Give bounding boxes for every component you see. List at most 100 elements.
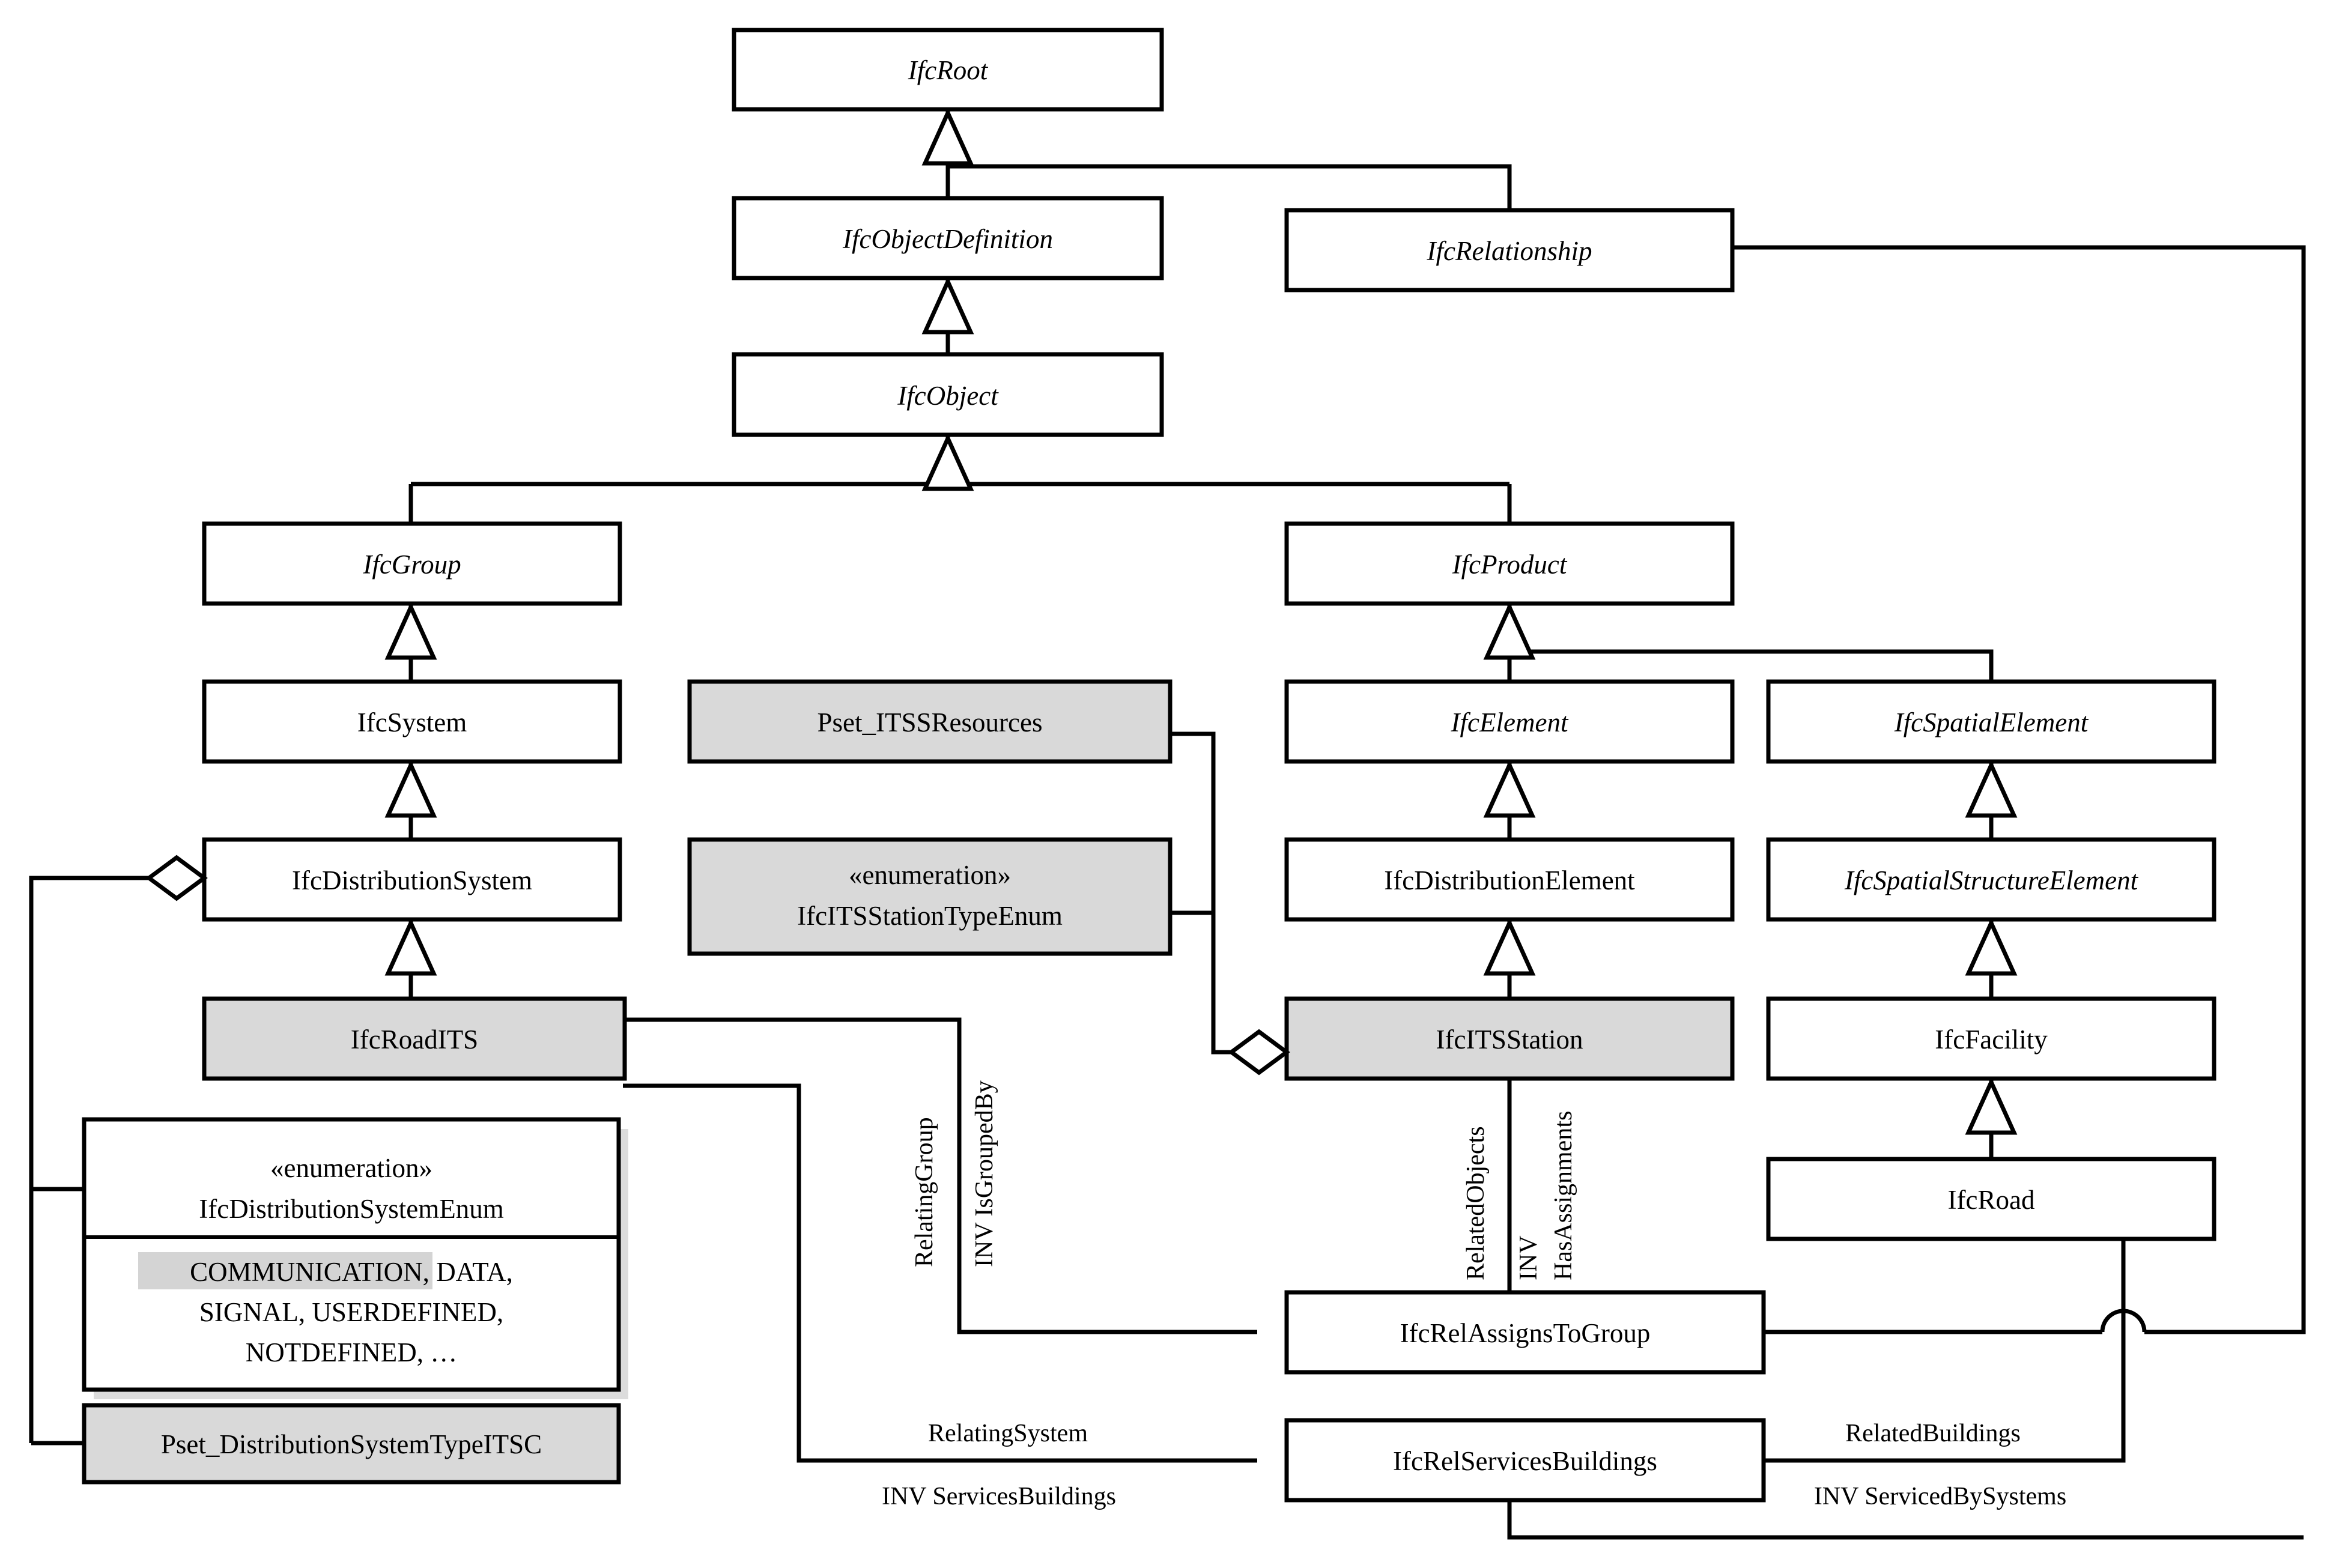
generalization-arrow-product-children	[1483, 602, 1536, 660]
ifcrelationship-label: IfcRelationship	[1427, 236, 1592, 266]
enum-name-label: IfcDistributionSystemEnum	[199, 1194, 503, 1224]
pset-itssresources-rect	[687, 679, 1173, 764]
class-box-ifcelement[interactable]: IfcElement	[1284, 679, 1735, 764]
class-box-ifcrelationship[interactable]: IfcRelationship	[1284, 208, 1735, 292]
ifcsystem-rect	[202, 679, 622, 764]
ifcdistributionsystem-rect	[202, 837, 622, 922]
enum-literal-data: DATA,	[429, 1257, 513, 1287]
pset-itssresources-label: Pset_ITSSResources	[818, 707, 1043, 737]
class-box-ifcspatialstructureelement[interactable]: IfcSpatialStructureElement	[1766, 837, 2216, 922]
class-box-ifcitsstation[interactable]: IfcITSStation	[1284, 996, 1735, 1081]
edge-root-relationship	[948, 164, 1512, 210]
ifcroad-label: IfcRoad	[1948, 1185, 2035, 1215]
edge-psetitss-itsstation	[1171, 731, 1257, 1055]
class-box-ifcrelassignstogroup[interactable]: IfcRelAssignsToGroup	[1284, 1290, 1766, 1375]
enum-literals-line2: SIGNAL, USERDEFINED,	[199, 1297, 503, 1327]
class-box-ifcdistributionelement[interactable]: IfcDistributionElement	[1284, 837, 1735, 922]
ifcrelassignstogroup-rect	[1284, 1290, 1766, 1375]
ifcrelationship-rect	[1284, 208, 1735, 292]
generalization-arrow-facility	[1965, 918, 2018, 976]
ifcspatialstructureelement-rect	[1766, 837, 2216, 922]
edge-roadits-relservicesbuildings	[623, 1083, 1257, 1463]
ifcrelservicesbuildings-label: IfcRelServicesBuildings	[1393, 1446, 1657, 1476]
class-box-ifcspatialelement[interactable]: IfcSpatialElement	[1766, 679, 2216, 764]
role-label-related-buildings: RelatedBuildings	[1845, 1420, 2021, 1447]
ifcspatialelement-rect	[1766, 679, 2216, 764]
enum-literal-highlight	[138, 1252, 432, 1289]
ifcspatialelement-label: IfcSpatialElement	[1894, 707, 2089, 737]
edge-line-hop	[2100, 1309, 2147, 1333]
generalization-arrow-roadits	[384, 918, 437, 976]
ifcspatialstructureelement-label: IfcSpatialStructureElement	[1844, 865, 2139, 895]
class-box-ifcrelservicesbuildings[interactable]: IfcRelServicesBuildings	[1284, 1418, 1766, 1503]
ifcproduct-label: IfcProduct	[1452, 549, 1568, 580]
ifcelement-rect	[1284, 679, 1735, 764]
ifcitsstation-rect	[1284, 996, 1735, 1081]
role-label-related-objects: RelatedObjects	[1462, 1126, 1490, 1280]
class-box-pset-distributionsystemtypeitsc[interactable]: Pset_DistributionSystemTypeITSC	[82, 1403, 621, 1485]
enum-literal-communication: COMMUNICATION,	[190, 1257, 429, 1287]
edge-product-bus-h	[1509, 649, 1994, 682]
generalization-arrow-spatialstructure	[1965, 760, 2018, 818]
role-labels: RelatingGroup INV IsGroupedBy RelatedObj…	[882, 1080, 2066, 1510]
ifcgroup-rect	[202, 521, 622, 606]
ifcroot-label: IfcRoot	[908, 55, 989, 85]
class-box-ifcobjectdefinition[interactable]: IfcObjectDefinition	[732, 196, 1164, 280]
ifcrelassignstogroup-label: IfcRelAssignsToGroup	[1400, 1318, 1651, 1348]
class-box-ifcroad[interactable]: IfcRoad	[1766, 1157, 2216, 1241]
class-box-ifcroot[interactable]: IfcRoot	[732, 28, 1164, 112]
role-label-inv-services-buildings: INV ServicesBuildings	[882, 1483, 1116, 1510]
enum-stereotype-label: «enumeration»	[270, 1153, 432, 1183]
class-box-ifcdistributionsystem[interactable]: IfcDistributionSystem	[202, 837, 622, 922]
edge-relservicesbuildings-relationship	[1507, 1500, 2304, 1540]
generalization-arrow-objectdefinition	[921, 107, 974, 166]
aggregation-diamond-itsstation	[1228, 1029, 1290, 1076]
aggregation-diamond-distributionsystem	[145, 855, 208, 901]
class-box-pset-itssresources[interactable]: Pset_ITSSResources	[687, 679, 1173, 764]
role-label-relating-system: RelatingSystem	[928, 1420, 1088, 1447]
ifcrelservicesbuildings-rect	[1284, 1418, 1766, 1503]
ifcfacility-label: IfcFacility	[1935, 1025, 2048, 1055]
generalization-arrows	[384, 107, 2018, 1135]
class-box-ifcsystem[interactable]: IfcSystem	[202, 679, 622, 764]
role-label-inv-is-grouped-by: INV IsGroupedBy	[971, 1080, 998, 1267]
class-box-ifcitsstationtypeenum[interactable]: «enumeration» IfcITSStationTypeEnum	[687, 837, 1173, 956]
pset-distributionsystemtypeitsc-label: Pset_DistributionSystemTypeITSC	[161, 1429, 542, 1459]
generalization-arrow-distributionelement	[1483, 760, 1536, 818]
class-box-ifcroadits[interactable]: IfcRoadITS	[202, 996, 627, 1081]
generalization-arrow-road	[1965, 1077, 2018, 1135]
role-label-inv-serviced-by-systems: INV ServicedBySystems	[1814, 1483, 2066, 1510]
ifcobjectdefinition-rect	[732, 196, 1164, 280]
role-label-inv-has-assignments-line1: INV	[1515, 1235, 1543, 1280]
edge-distsystem-left-trunk	[29, 876, 173, 1443]
ifcobjectdefinition-label: IfcObjectDefinition	[842, 224, 1053, 254]
ifcdistributionelement-rect	[1284, 837, 1735, 922]
role-label-relating-group: RelatingGroup	[911, 1117, 938, 1267]
generalization-arrow-system	[384, 602, 437, 660]
ifcroot-rect	[732, 28, 1164, 112]
aggregation-diamonds	[145, 855, 1290, 1076]
edge-roadits-relassignstogroup	[623, 1017, 1257, 1334]
class-box-ifcproduct[interactable]: IfcProduct	[1284, 521, 1735, 606]
ifcobject-rect	[732, 352, 1164, 437]
edge-relassignstogroup-relationship	[1625, 245, 2306, 1334]
ifcelement-label: IfcElement	[1451, 707, 1569, 737]
ifcproduct-rect	[1284, 521, 1735, 606]
class-box-ifcobject[interactable]: IfcObject	[732, 352, 1164, 437]
generalization-arrow-object	[921, 276, 974, 334]
ifcroad-rect	[1766, 1157, 2216, 1241]
class-box-ifcfacility[interactable]: IfcFacility	[1766, 996, 2216, 1081]
generalization-arrow-distributionsystem	[384, 760, 437, 818]
ifcgroup-label: IfcGroup	[362, 549, 461, 580]
ifcitsstationtypeenum-rect	[687, 837, 1173, 956]
class-box-ifcgroup[interactable]: IfcGroup	[202, 521, 622, 606]
ifcitsstation-label: IfcITSStation	[1436, 1025, 1583, 1055]
role-label-inv-has-assignments-line2: HasAssignments	[1550, 1111, 1577, 1280]
ifcdistributionsystem-label: IfcDistributionSystem	[292, 865, 532, 895]
class-box-ifcdistributionsystemenum[interactable]: «enumeration» IfcDistributionSystemEnum …	[82, 1117, 628, 1399]
pset-distributionsystemtypeitsc-rect	[82, 1403, 621, 1485]
ifcitsstationtypeenum-label: IfcITSStationTypeEnum	[797, 901, 1063, 931]
ifcobject-label: IfcObject	[897, 381, 999, 411]
ifcdistributionelement-label: IfcDistributionElement	[1384, 865, 1635, 895]
